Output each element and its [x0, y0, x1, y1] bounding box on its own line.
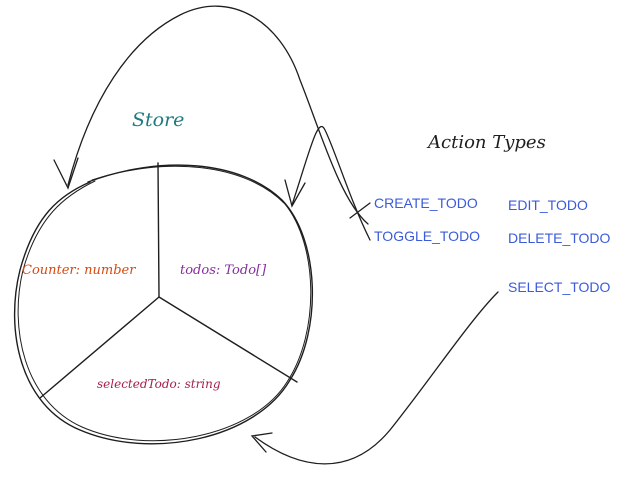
action-select-todo: SELECT_TODO	[508, 279, 611, 295]
action-toggle-todo: TOGGLE_TODO	[374, 228, 480, 244]
todos-slice-label: todos: Todo[]	[180, 263, 267, 278]
store-dividers	[39, 162, 298, 399]
arrow-actions-to-store-right	[284, 125, 371, 241]
selected-todo-slice-label: selectedTodo: string	[97, 377, 221, 391]
divider-top	[157, 162, 160, 298]
arrow-actions-to-store	[53, 5, 369, 225]
action-types-title: Action Types	[426, 132, 546, 153]
arrow-select-to-store	[250, 291, 499, 465]
counter-slice-label: Counter: number	[22, 263, 136, 278]
store-title: Store	[132, 109, 184, 131]
action-edit-todo: EDIT_TODO	[508, 197, 588, 213]
action-delete-todo: DELETE_TODO	[508, 230, 611, 246]
store-circle	[13, 164, 314, 445]
divider-right	[158, 296, 298, 383]
divider-left	[39, 296, 160, 399]
action-create-todo: CREATE_TODO	[374, 195, 478, 211]
